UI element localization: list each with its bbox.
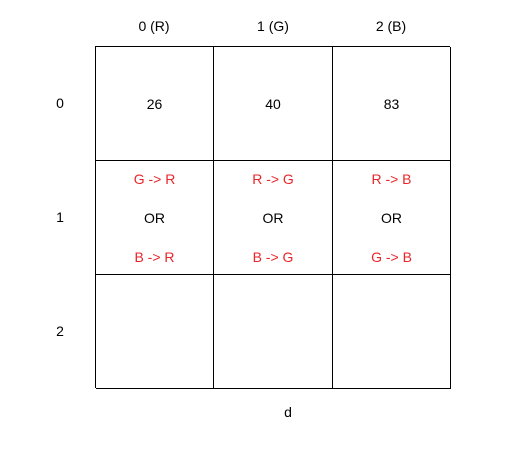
cell-2-2 <box>333 275 451 389</box>
transition-top: R -> B <box>371 171 412 187</box>
column-header-0: 0 (R) <box>138 18 170 34</box>
cell-0-2: 83 <box>333 47 451 161</box>
or-label: OR <box>262 210 284 226</box>
cell-1-2: R -> B OR G -> B <box>333 161 451 275</box>
cell-2-0 <box>96 275 214 389</box>
cell-value: 26 <box>146 95 163 112</box>
column-header-2: 2 (B) <box>375 18 407 34</box>
row-header-2: 2 <box>56 323 64 339</box>
cell-value: 40 <box>265 95 281 112</box>
cell-0-1: 40 <box>214 47 333 161</box>
cell-value: 83 <box>383 95 400 112</box>
row-header-1: 1 <box>56 209 64 225</box>
cell-0-0: 26 <box>96 47 214 161</box>
table-axis-label: d <box>284 404 292 420</box>
transition-top: R -> G <box>252 171 294 187</box>
transition-top: G -> R <box>133 171 176 187</box>
or-label: OR <box>381 210 402 226</box>
cell-1-0: G -> R OR B -> R <box>96 161 214 275</box>
cell-2-1 <box>214 275 333 389</box>
transition-bottom: G -> B <box>371 249 412 265</box>
row-header-0: 0 <box>56 95 64 111</box>
cell-1-1: R -> G OR B -> G <box>214 161 333 275</box>
or-label: OR <box>144 210 165 226</box>
column-header-1: 1 (G) <box>257 18 289 34</box>
transition-bottom: B -> R <box>134 249 175 265</box>
dp-table-grid: 26 40 83 G -> R OR B -> R R -> G OR B ->… <box>95 46 451 389</box>
transition-bottom: B -> G <box>252 249 294 265</box>
